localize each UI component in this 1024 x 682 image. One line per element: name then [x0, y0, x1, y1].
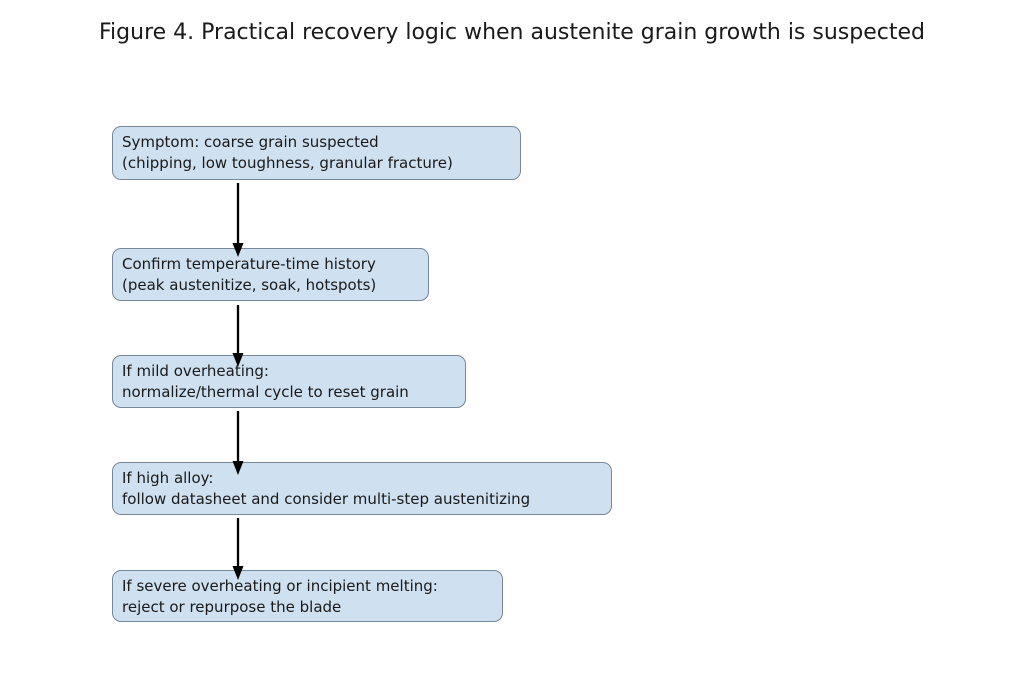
node-text-line1: If severe overheating or incipient melti…: [122, 577, 438, 595]
node-text-line1: If mild overheating:: [122, 362, 269, 380]
flow-node-high-alloy: If high alloy: follow datasheet and cons…: [112, 462, 612, 515]
node-text-line2: follow datasheet and consider multi-step…: [122, 490, 531, 508]
node-text-line2: normalize/thermal cycle to reset grain: [122, 383, 409, 401]
flow-node-mild-overheating: If mild overheating: normalize/thermal c…: [112, 355, 466, 408]
flow-node-confirm-history: Confirm temperature-time history (peak a…: [112, 248, 429, 301]
node-text-line1: Symptom: coarse grain suspected: [122, 133, 379, 151]
node-text-line2: (chipping, low toughness, granular fract…: [122, 154, 453, 172]
figure-title: Figure 4. Practical recovery logic when …: [99, 20, 925, 45]
node-text-line2: (peak austenitize, soak, hotspots): [122, 276, 377, 294]
node-text-line1: Confirm temperature-time history: [122, 255, 376, 273]
node-text-line1: If high alloy:: [122, 469, 214, 487]
flow-arrow-1: [232, 183, 244, 257]
flow-node-severe-overheating: If severe overheating or incipient melti…: [112, 570, 503, 622]
flow-node-symptom: Symptom: coarse grain suspected (chippin…: [112, 126, 521, 180]
node-text-line2: reject or repurpose the blade: [122, 598, 342, 616]
